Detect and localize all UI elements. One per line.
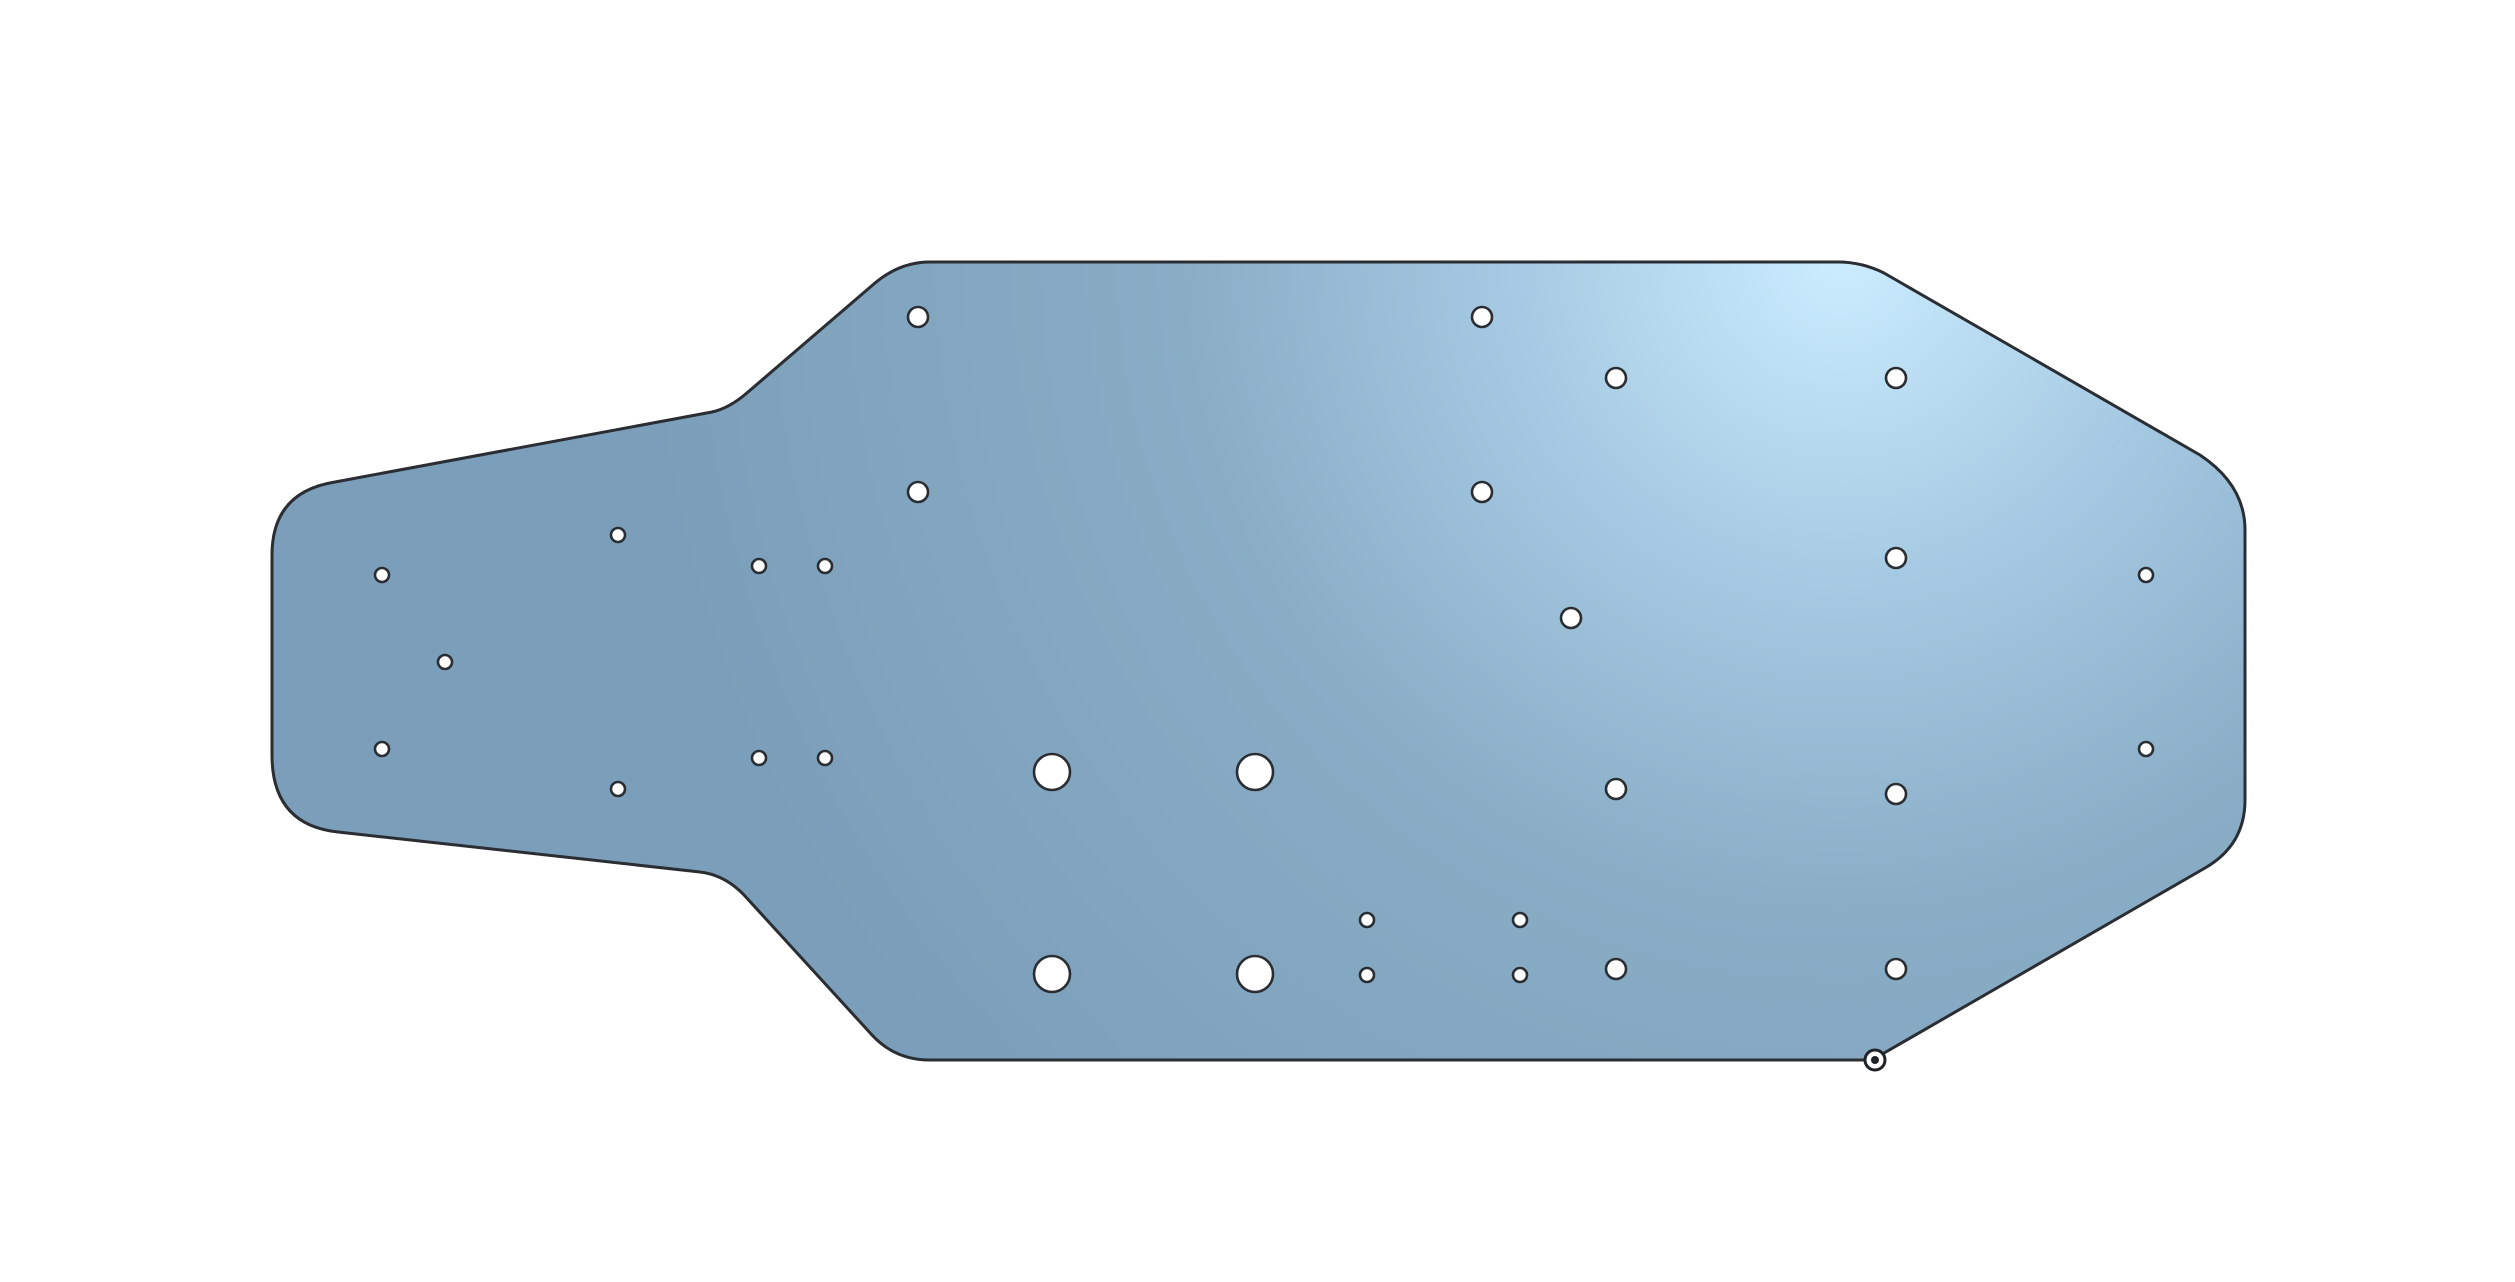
small-hole[interactable] (1358, 966, 1376, 984)
small-hole[interactable] (609, 780, 627, 798)
large-hole[interactable] (1235, 752, 1275, 792)
small-hole[interactable] (1511, 911, 1529, 929)
small-hole[interactable] (816, 749, 834, 767)
hole[interactable] (1884, 546, 1908, 570)
hole[interactable] (1470, 305, 1494, 329)
hole[interactable] (1470, 480, 1494, 504)
small-hole[interactable] (2137, 740, 2155, 758)
hole[interactable] (1604, 366, 1628, 390)
hole[interactable] (1884, 366, 1908, 390)
small-hole[interactable] (1511, 966, 1529, 984)
small-hole[interactable] (373, 566, 391, 584)
small-hole[interactable] (1358, 911, 1376, 929)
hole[interactable] (1884, 782, 1908, 806)
hole[interactable] (1559, 606, 1583, 630)
large-hole[interactable] (1032, 752, 1072, 792)
small-hole[interactable] (373, 740, 391, 758)
origin-point-icon[interactable] (1863, 1048, 1887, 1072)
small-hole[interactable] (436, 653, 454, 671)
small-hole[interactable] (2137, 566, 2155, 584)
hole[interactable] (1884, 957, 1908, 981)
mounting-holes (373, 305, 2155, 994)
large-hole[interactable] (1235, 954, 1275, 994)
small-hole[interactable] (750, 557, 768, 575)
small-hole[interactable] (816, 557, 834, 575)
hole[interactable] (906, 480, 930, 504)
large-hole[interactable] (1032, 954, 1072, 994)
hole[interactable] (1604, 777, 1628, 801)
hole[interactable] (1604, 957, 1628, 981)
chassis-plate-face[interactable] (270, 260, 2247, 1062)
small-hole[interactable] (750, 749, 768, 767)
small-hole[interactable] (609, 526, 627, 544)
hole[interactable] (906, 305, 930, 329)
